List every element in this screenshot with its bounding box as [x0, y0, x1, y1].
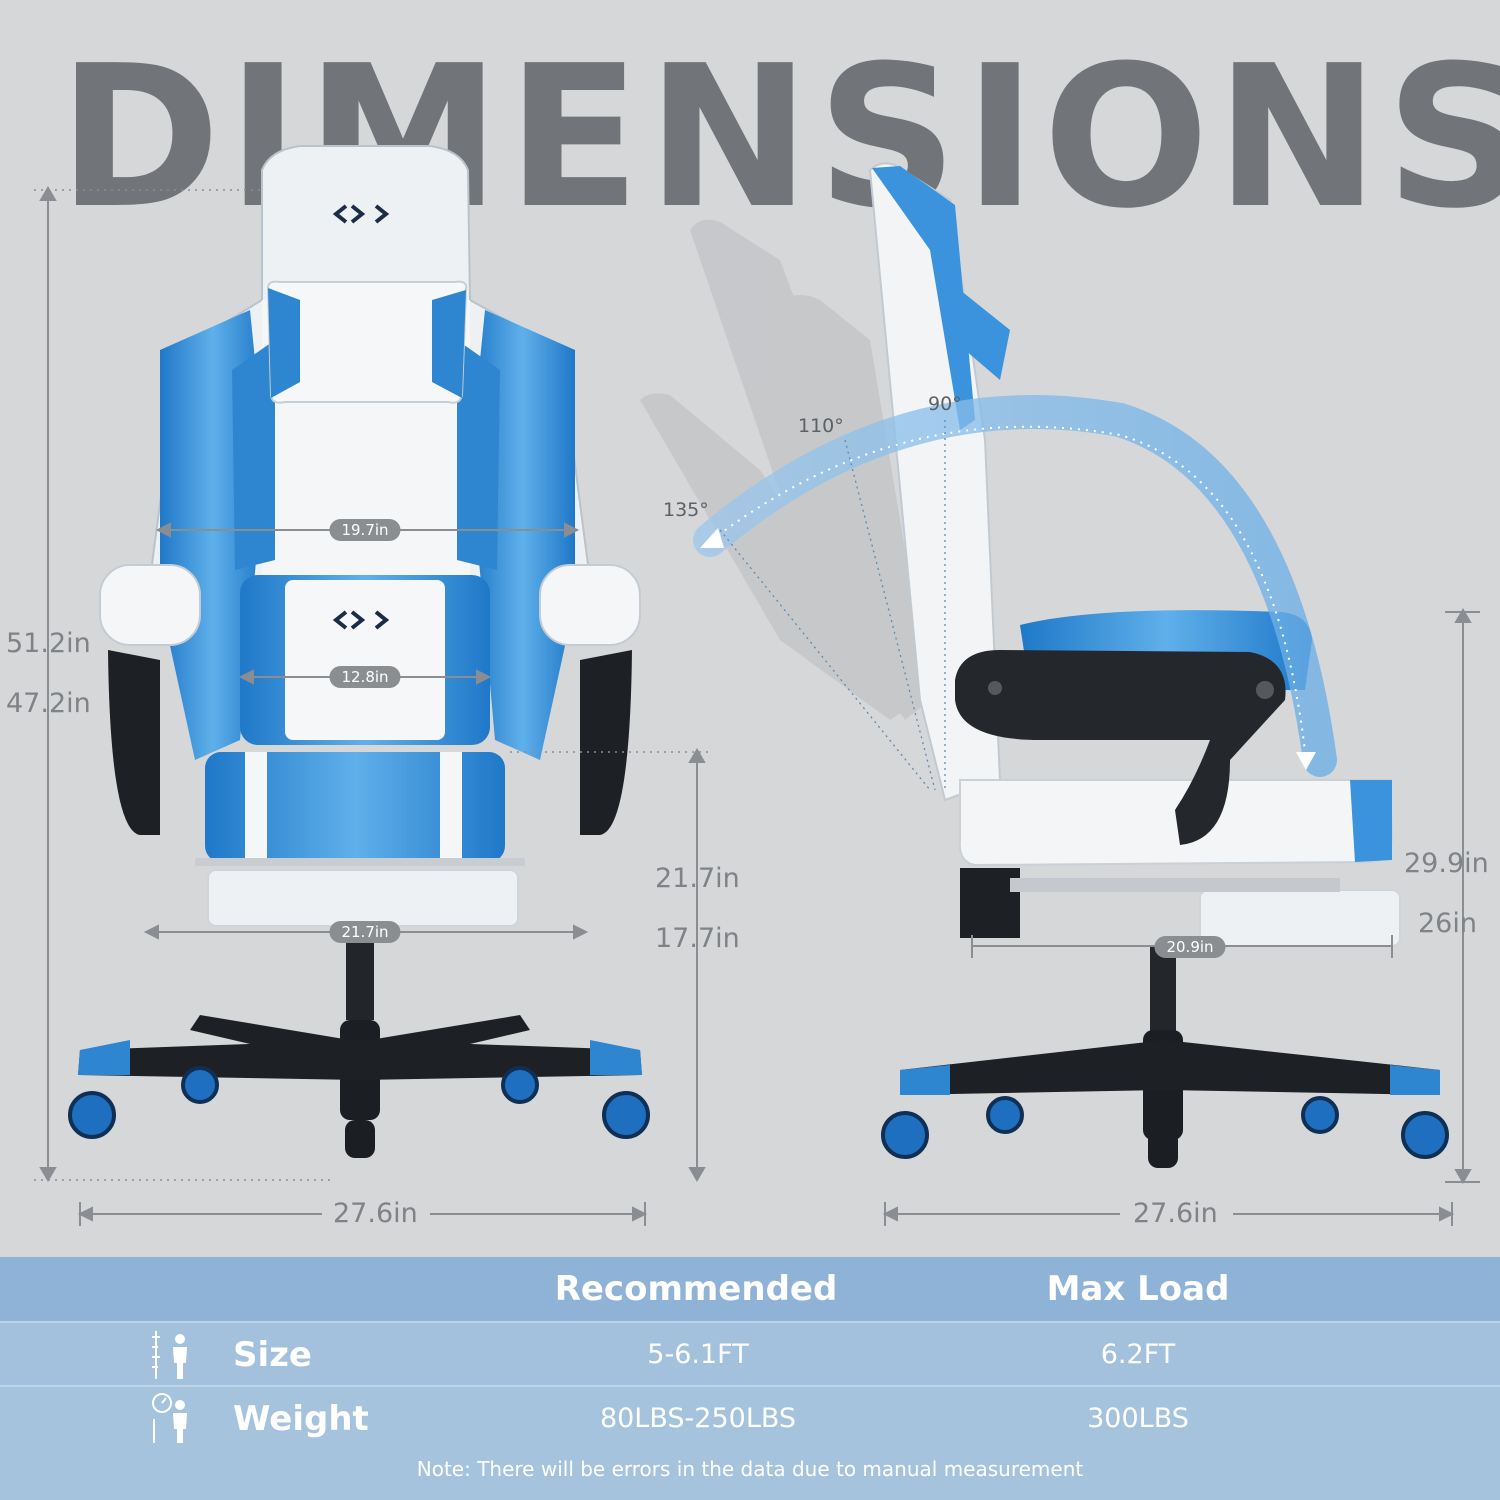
lumbar-width-label: 12.8in: [329, 666, 401, 688]
angle-110-label: 110°: [798, 415, 844, 437]
row-label-weight: Weight: [233, 1399, 369, 1439]
backrest-width-label: 19.7in: [329, 519, 401, 541]
weight-max-load: 300LBS: [1087, 1403, 1189, 1434]
front-chair: [68, 145, 650, 1158]
total-height-min: 47.2in: [6, 688, 91, 719]
front-base-width: 27.6in: [333, 1198, 418, 1229]
angle-135-label: 135°: [663, 499, 709, 521]
angle-90-label: 90°: [928, 393, 962, 415]
side-base-width: 27.6in: [1133, 1198, 1218, 1229]
table-header: Recommended Max Load: [0, 1257, 1500, 1321]
seat-height-min: 17.7in: [655, 923, 740, 954]
seat-height-max: 21.7in: [655, 863, 740, 894]
armrest-height-max: 29.9in: [1404, 848, 1489, 879]
total-height-max: 51.2in: [6, 628, 91, 659]
seat-width-label: 21.7in: [329, 921, 401, 943]
armrest-height-min: 26in: [1418, 908, 1477, 939]
front-measure-lines: [34, 186, 708, 1226]
size-recommended: 5-6.1FT: [647, 1339, 749, 1370]
measurement-note: Note: There will be errors in the data d…: [416, 1457, 1084, 1481]
table-row: Size 5-6.1FT 6.2FT: [0, 1321, 1500, 1385]
chair-illustrations: [34, 145, 1480, 1226]
column-recommended: Recommended: [554, 1269, 838, 1309]
size-max-load: 6.2FT: [1100, 1339, 1176, 1370]
column-max-load: Max Load: [1046, 1269, 1230, 1309]
seat-depth-label: 20.9in: [1154, 936, 1226, 958]
height-person-icon: [152, 1331, 187, 1379]
table-row: Weight 80LBS-250LBS 300LBS: [0, 1385, 1500, 1449]
weight-recommended: 80LBS-250LBS: [599, 1403, 797, 1434]
scale-person-icon: [152, 1393, 187, 1443]
capacity-table: Recommended Max Load Size 5-6.1FT 6.2FT: [0, 1257, 1500, 1500]
row-label-size: Size: [233, 1335, 312, 1375]
side-chair: [640, 162, 1449, 1168]
